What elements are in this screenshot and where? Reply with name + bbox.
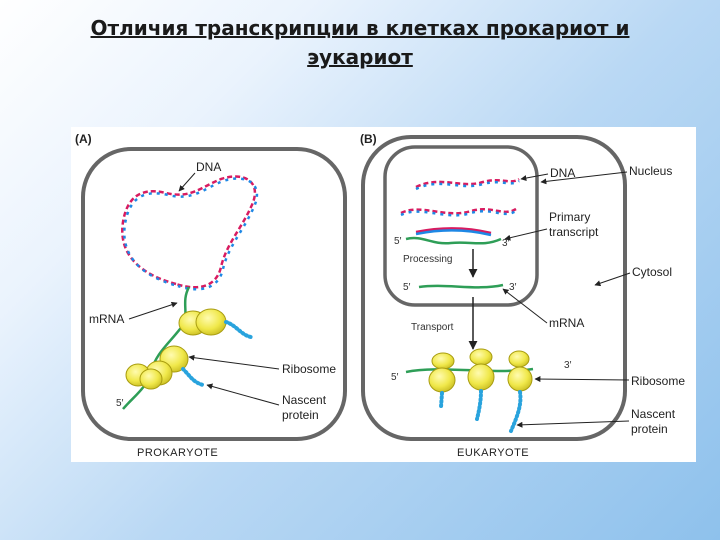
pointer-cytosol	[594, 272, 631, 287]
pointer-mrna-b	[502, 288, 548, 324]
prokaryote-cell-outline	[81, 147, 347, 441]
label-dna-b: DNA	[550, 166, 575, 180]
panel-b-tag: (B)	[360, 132, 377, 146]
label-five-prime-a: 5′	[116, 398, 124, 409]
pointer-mrna-a	[128, 301, 178, 320]
eukaryote-cell-outline	[361, 135, 627, 441]
prokaryote-mrna-strand	[122, 286, 191, 410]
primary-transcript-strand	[405, 236, 502, 245]
pointer-dna-b	[520, 173, 549, 181]
label-primary-2: transcript	[549, 225, 599, 239]
label-mrna-a: mRNA	[89, 312, 124, 326]
eukaryote-ribosome-2	[467, 348, 495, 391]
prokaryote-ribosome-3	[125, 363, 163, 390]
label-three-prime-b1: 3′	[502, 238, 510, 249]
prokaryote-nascent-protein-1	[224, 320, 253, 339]
label-primary-1: Primary	[549, 210, 590, 224]
slide-title-line-1: Отличия транскрипции в клетках прокариот…	[90, 16, 630, 40]
eukaryote-ribosome-1	[428, 352, 456, 393]
eukaryote-dna	[400, 177, 520, 237]
label-three-prime-b3: 3′	[564, 360, 572, 371]
label-five-prime-b1: 5′	[394, 236, 402, 247]
label-cytosol: Cytosol	[632, 265, 672, 279]
label-five-prime-b2: 5′	[403, 282, 411, 293]
panel-eukaryote: (B) 5′ 3′ Processing 5′ 3′ Transport 5′ …	[360, 132, 685, 459]
label-mrna-b: mRNA	[549, 316, 584, 330]
label-ribosome-a: Ribosome	[282, 362, 336, 376]
pointer-ribosome-a	[188, 354, 280, 370]
transcription-figure: (A) DNA mRNA Ribosome Nasc	[71, 127, 696, 462]
pointer-nascent-a	[206, 383, 280, 406]
label-dna-a: DNA	[196, 160, 221, 174]
nucleus-outline	[383, 145, 539, 307]
label-nucleus: Nucleus	[629, 164, 672, 178]
panel-a-tag: (A)	[75, 132, 92, 146]
figure-svg: (A) DNA mRNA Ribosome Nasc	[75, 132, 685, 459]
label-ribosome-b: Ribosome	[631, 374, 685, 388]
processed-mrna-strand	[418, 283, 504, 289]
slide-title-line-2: эукариот	[307, 45, 413, 69]
pointer-primary-transcript	[504, 228, 548, 241]
label-nascent-b-1: Nascent	[631, 407, 676, 421]
prokaryote-dna	[121, 175, 259, 291]
prokaryote-nascent-protein-2	[181, 367, 205, 387]
label-transport: Transport	[411, 322, 454, 333]
caption-prokaryote: PROKARYOTE	[137, 447, 218, 459]
pointer-nucleus	[540, 171, 628, 185]
pointer-nascent-b	[516, 420, 630, 428]
eukaryote-nascent-protein-1	[439, 391, 444, 409]
eukaryote-ribosome-3	[507, 350, 533, 392]
label-processing: Processing	[403, 254, 452, 265]
eukaryote-nascent-protein-3	[509, 390, 523, 433]
label-nascent-a-2: protein	[282, 408, 319, 422]
pointer-ribosome-b	[534, 376, 630, 383]
panel-prokaryote: (A) DNA mRNA Ribosome Nasc	[75, 132, 347, 459]
slide-title: Отличия транскрипции в клетках прокариот…	[60, 14, 660, 72]
caption-eukaryote: EUKARYOTE	[457, 447, 529, 459]
label-nascent-a-1: Nascent	[282, 393, 327, 407]
prokaryote-ribosome-1	[178, 308, 227, 336]
label-nascent-b-2: protein	[631, 422, 668, 436]
pointer-dna-a	[178, 172, 196, 192]
eukaryote-nascent-protein-2	[475, 389, 483, 421]
label-five-prime-b3: 5′	[391, 372, 399, 383]
label-three-prime-b2: 3′	[509, 282, 517, 293]
